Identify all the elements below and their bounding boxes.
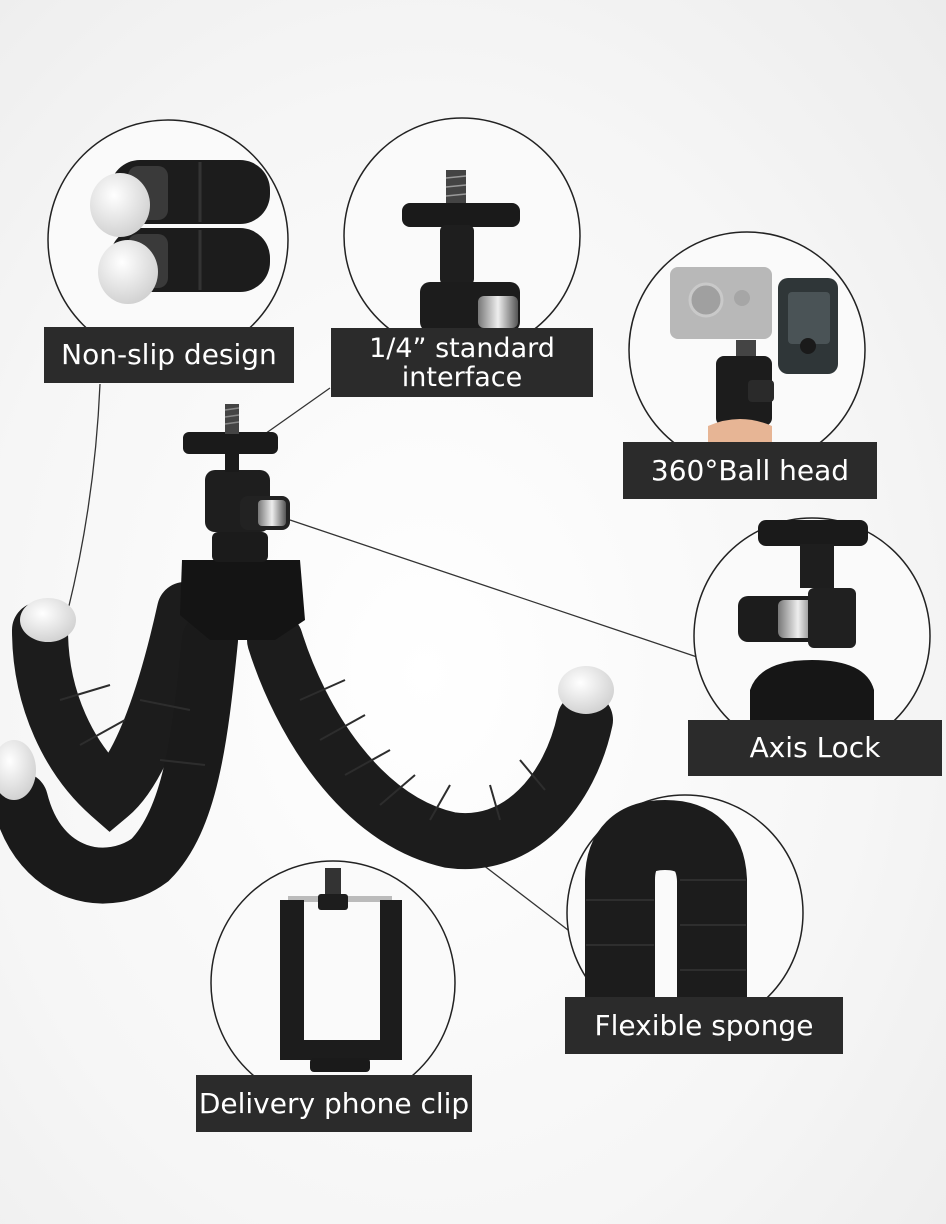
label-non-slip-design: Non-slip design xyxy=(44,327,294,383)
detail-circle-interface xyxy=(343,117,581,355)
detail-circle-ball-head xyxy=(628,231,866,469)
label-standard-interface: 1/4” standard interface xyxy=(331,328,593,397)
tripod-body xyxy=(180,560,305,640)
foam-ridges xyxy=(59,679,546,821)
label-phone-clip: Delivery phone clip xyxy=(196,1075,472,1132)
detail-circle-non-slip xyxy=(47,119,289,361)
detail-circle-phone-clip xyxy=(210,860,456,1106)
screw-plate xyxy=(183,432,278,454)
tripod-leg-left xyxy=(12,582,213,832)
detail-circle-sponge xyxy=(566,794,804,1032)
tripod-leg-right xyxy=(247,612,614,870)
label-axis-lock: Axis Lock xyxy=(688,720,942,776)
tripod xyxy=(0,404,614,904)
callout-lines xyxy=(67,383,701,931)
label-ball-head: 360°Ball head xyxy=(623,442,877,499)
tripod-neck xyxy=(212,532,268,562)
label-flexible-sponge: Flexible sponge xyxy=(565,997,843,1054)
detail-circle-axis-lock xyxy=(693,517,931,755)
tripod-leg-back xyxy=(0,612,238,904)
screw-thread xyxy=(225,404,239,434)
